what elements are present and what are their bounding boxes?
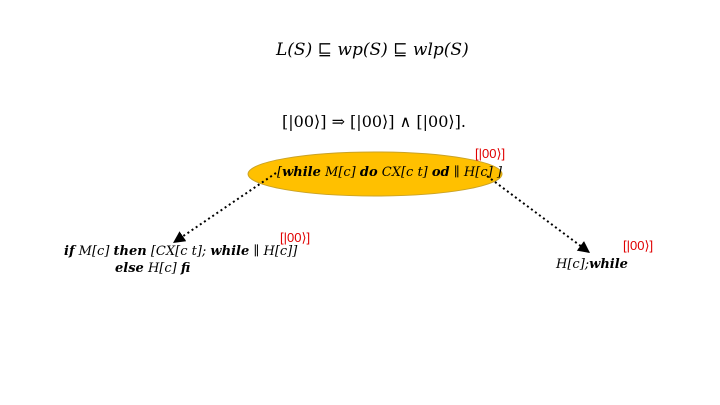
refinement-formula-text: L(S) ⊑ wp(S) ⊑ wlp(S) [276, 40, 469, 60]
left-then-body: [CX[c t]; [146, 244, 211, 259]
root-node-text: [while M[c] do CX[c t] od ∥ H[c] ] [277, 165, 502, 180]
refinement-formula: L(S) ⊑ wp(S) ⊑ wlp(S) [276, 40, 469, 60]
left-kw-if: if [64, 244, 75, 259]
root-kw-do: do [359, 165, 378, 180]
left-state-label: [|00⟩] [280, 230, 311, 245]
left-node-line1: if M[c] then [CX[c t]; while ∥ H[c]] [64, 244, 297, 259]
right-body: H[c]; [556, 257, 590, 272]
right-state-label: [|00⟩] [623, 238, 654, 253]
root-kw-while: while [282, 165, 321, 180]
right-node-text: H[c];while [556, 257, 628, 272]
left-kw-else: else [115, 261, 144, 276]
root-guard: M[c] [320, 165, 360, 180]
root-tail: ∥ H[c] ] [449, 165, 502, 180]
left-kw-while: while [210, 244, 250, 259]
left-else-body: H[c] [143, 261, 181, 276]
root-bracket-open: [ [277, 165, 283, 180]
root-node-ellipse [247, 151, 503, 197]
root-body: CX[c t] [377, 165, 432, 180]
root-kw-od: od [431, 165, 450, 180]
left-then-tail: ∥ H[c]] [249, 244, 298, 259]
left-node-line2: else H[c] fi [115, 261, 190, 276]
root-state-label: [|00⟩] [475, 146, 506, 161]
right-branch-arrow [486, 175, 591, 254]
left-guard: M[c] [74, 244, 114, 259]
implication-formula: [|00⟩] ⇒ [|00⟩] ∧ [|00⟩]. [282, 112, 466, 131]
left-kw-then: then [113, 244, 147, 259]
implication-formula-text: [|00⟩] ⇒ [|00⟩] ∧ [|00⟩]. [282, 112, 466, 131]
right-kw-while: while [589, 257, 628, 272]
left-branch-arrow [172, 172, 277, 244]
left-kw-fi: fi [180, 261, 191, 276]
